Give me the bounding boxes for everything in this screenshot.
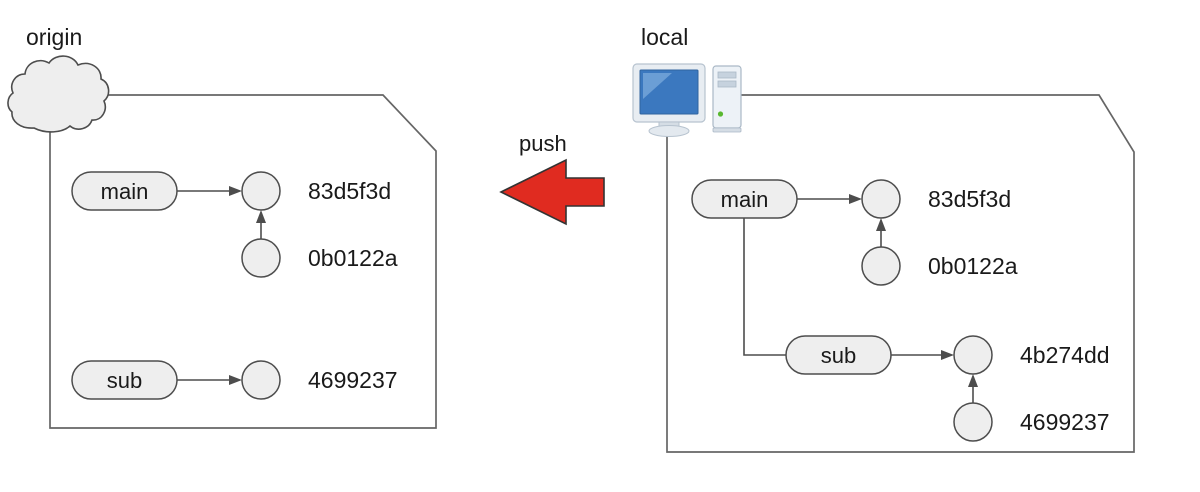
local-parent-arrowhead-2 [968,374,978,387]
local-sub-arrowhead [941,350,954,360]
local-boundary [666,94,1135,453]
local-commit-0b0122a: 0b0122a [861,246,1018,286]
local-parent-arrowhead-1 [876,218,886,231]
origin-parent-arrowhead-1 [256,210,266,223]
local-sub-pill-label: sub [821,343,856,368]
origin-commit-4699237: 4699237 [241,360,398,400]
origin-sub-pill-label: sub [107,368,142,393]
local-group: local [632,24,1135,453]
origin-title: origin [26,24,82,50]
origin-commit-hash-0b0122a: 0b0122a [308,245,398,271]
monitor-screen-glare [643,73,672,99]
monitor-base [648,125,690,137]
local-commit-4699237: 4699237 [953,402,1110,442]
local-commit-4b274dd: 4b274dd [953,335,1110,375]
local-parent-edge-1 [876,218,886,247]
local-parent-edge-2 [968,374,978,403]
origin-branch-main: main [71,171,242,211]
local-commit-83d5f3d: 83d5f3d [861,179,1011,219]
local-main-to-sub-connector [743,218,786,356]
origin-commit-83d5f3d: 83d5f3d [241,171,391,211]
tower-drive-slot-2 [717,80,737,88]
local-commit-hash-4699237: 4699237 [1020,409,1110,435]
local-branch-sub: sub [785,335,954,375]
cloud-icon [7,55,110,133]
local-main-pill-label: main [721,187,769,212]
origin-main-pill-label: main [101,179,149,204]
local-branch-main: main [691,179,862,356]
origin-boundary [49,94,437,429]
origin-branch-sub: sub [71,360,242,400]
local-commit-node-0b0122a [861,246,901,286]
push-arrow-icon [499,158,605,226]
local-commit-node-4699237 [953,402,993,442]
local-commit-hash-4b274dd: 4b274dd [1020,342,1110,368]
origin-commit-hash-4699237: 4699237 [308,367,398,393]
local-commit-hash-83d5f3d: 83d5f3d [928,186,1011,212]
origin-parent-edge-1 [256,210,266,239]
origin-sub-arrowhead [229,375,242,385]
origin-commit-node-83d5f3d [241,171,281,211]
origin-commit-node-4699237 [241,360,281,400]
tower-drive-slot-1 [717,71,737,79]
origin-commit-hash-83d5f3d: 83d5f3d [308,178,391,204]
local-commit-node-83d5f3d [861,179,901,219]
origin-commit-node-0b0122a [241,238,281,278]
push-label: push [519,131,567,156]
local-main-arrowhead [849,194,862,204]
origin-commit-0b0122a: 0b0122a [241,238,398,278]
origin-main-arrowhead [229,186,242,196]
desktop-computer-icon [632,63,742,137]
local-commit-hash-0b0122a: 0b0122a [928,253,1018,279]
local-title: local [641,24,688,50]
tower-power-led-icon [717,111,724,117]
origin-group: origin main 83d5f3d [7,24,437,429]
push-transfer-group: push [499,131,605,226]
local-commit-node-4b274dd [953,335,993,375]
tower-base [712,127,742,133]
